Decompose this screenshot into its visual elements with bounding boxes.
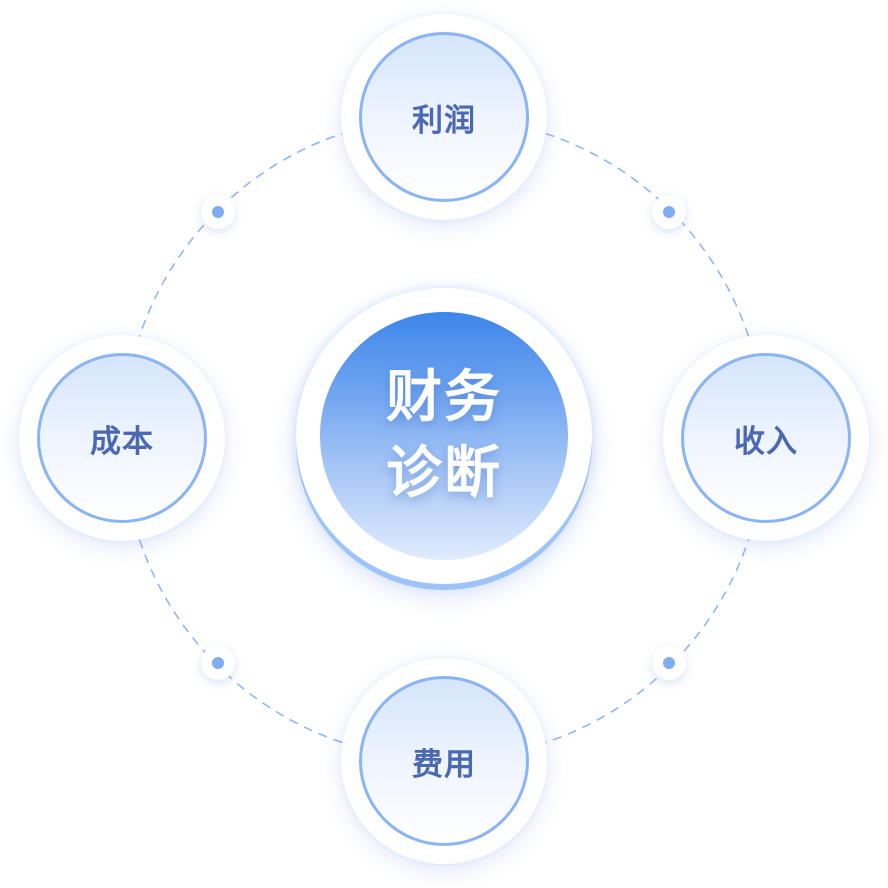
dot-icon xyxy=(663,206,675,218)
node-cost-label: 成本 xyxy=(90,423,154,460)
node-revenue-circle: 收入 xyxy=(681,353,851,523)
center-title-line1: 财务 xyxy=(386,365,502,430)
node-profit-label: 利润 xyxy=(412,102,476,139)
connector-dot-top-left xyxy=(201,195,235,229)
node-profit[interactable]: 利润 xyxy=(341,14,547,220)
node-expense-label: 费用 xyxy=(412,746,476,783)
node-revenue[interactable]: 收入 xyxy=(663,335,869,541)
node-revenue-label: 收入 xyxy=(734,423,798,460)
node-profit-circle: 利润 xyxy=(359,32,529,202)
center-hub-circle: 财务 诊断 xyxy=(320,312,568,560)
connector-dot-top-right xyxy=(652,195,686,229)
connector-dot-bottom-right xyxy=(652,646,686,680)
dot-icon xyxy=(212,657,224,669)
center-title-line2: 诊断 xyxy=(386,441,502,506)
connector-dot-bottom-left xyxy=(201,646,235,680)
node-cost-circle: 成本 xyxy=(37,353,207,523)
dot-icon xyxy=(212,206,224,218)
center-hub[interactable]: 财务 诊断 xyxy=(296,288,592,584)
node-expense[interactable]: 费用 xyxy=(341,658,547,864)
dot-icon xyxy=(663,657,675,669)
node-expense-circle: 费用 xyxy=(359,676,529,846)
node-cost[interactable]: 成本 xyxy=(19,335,225,541)
